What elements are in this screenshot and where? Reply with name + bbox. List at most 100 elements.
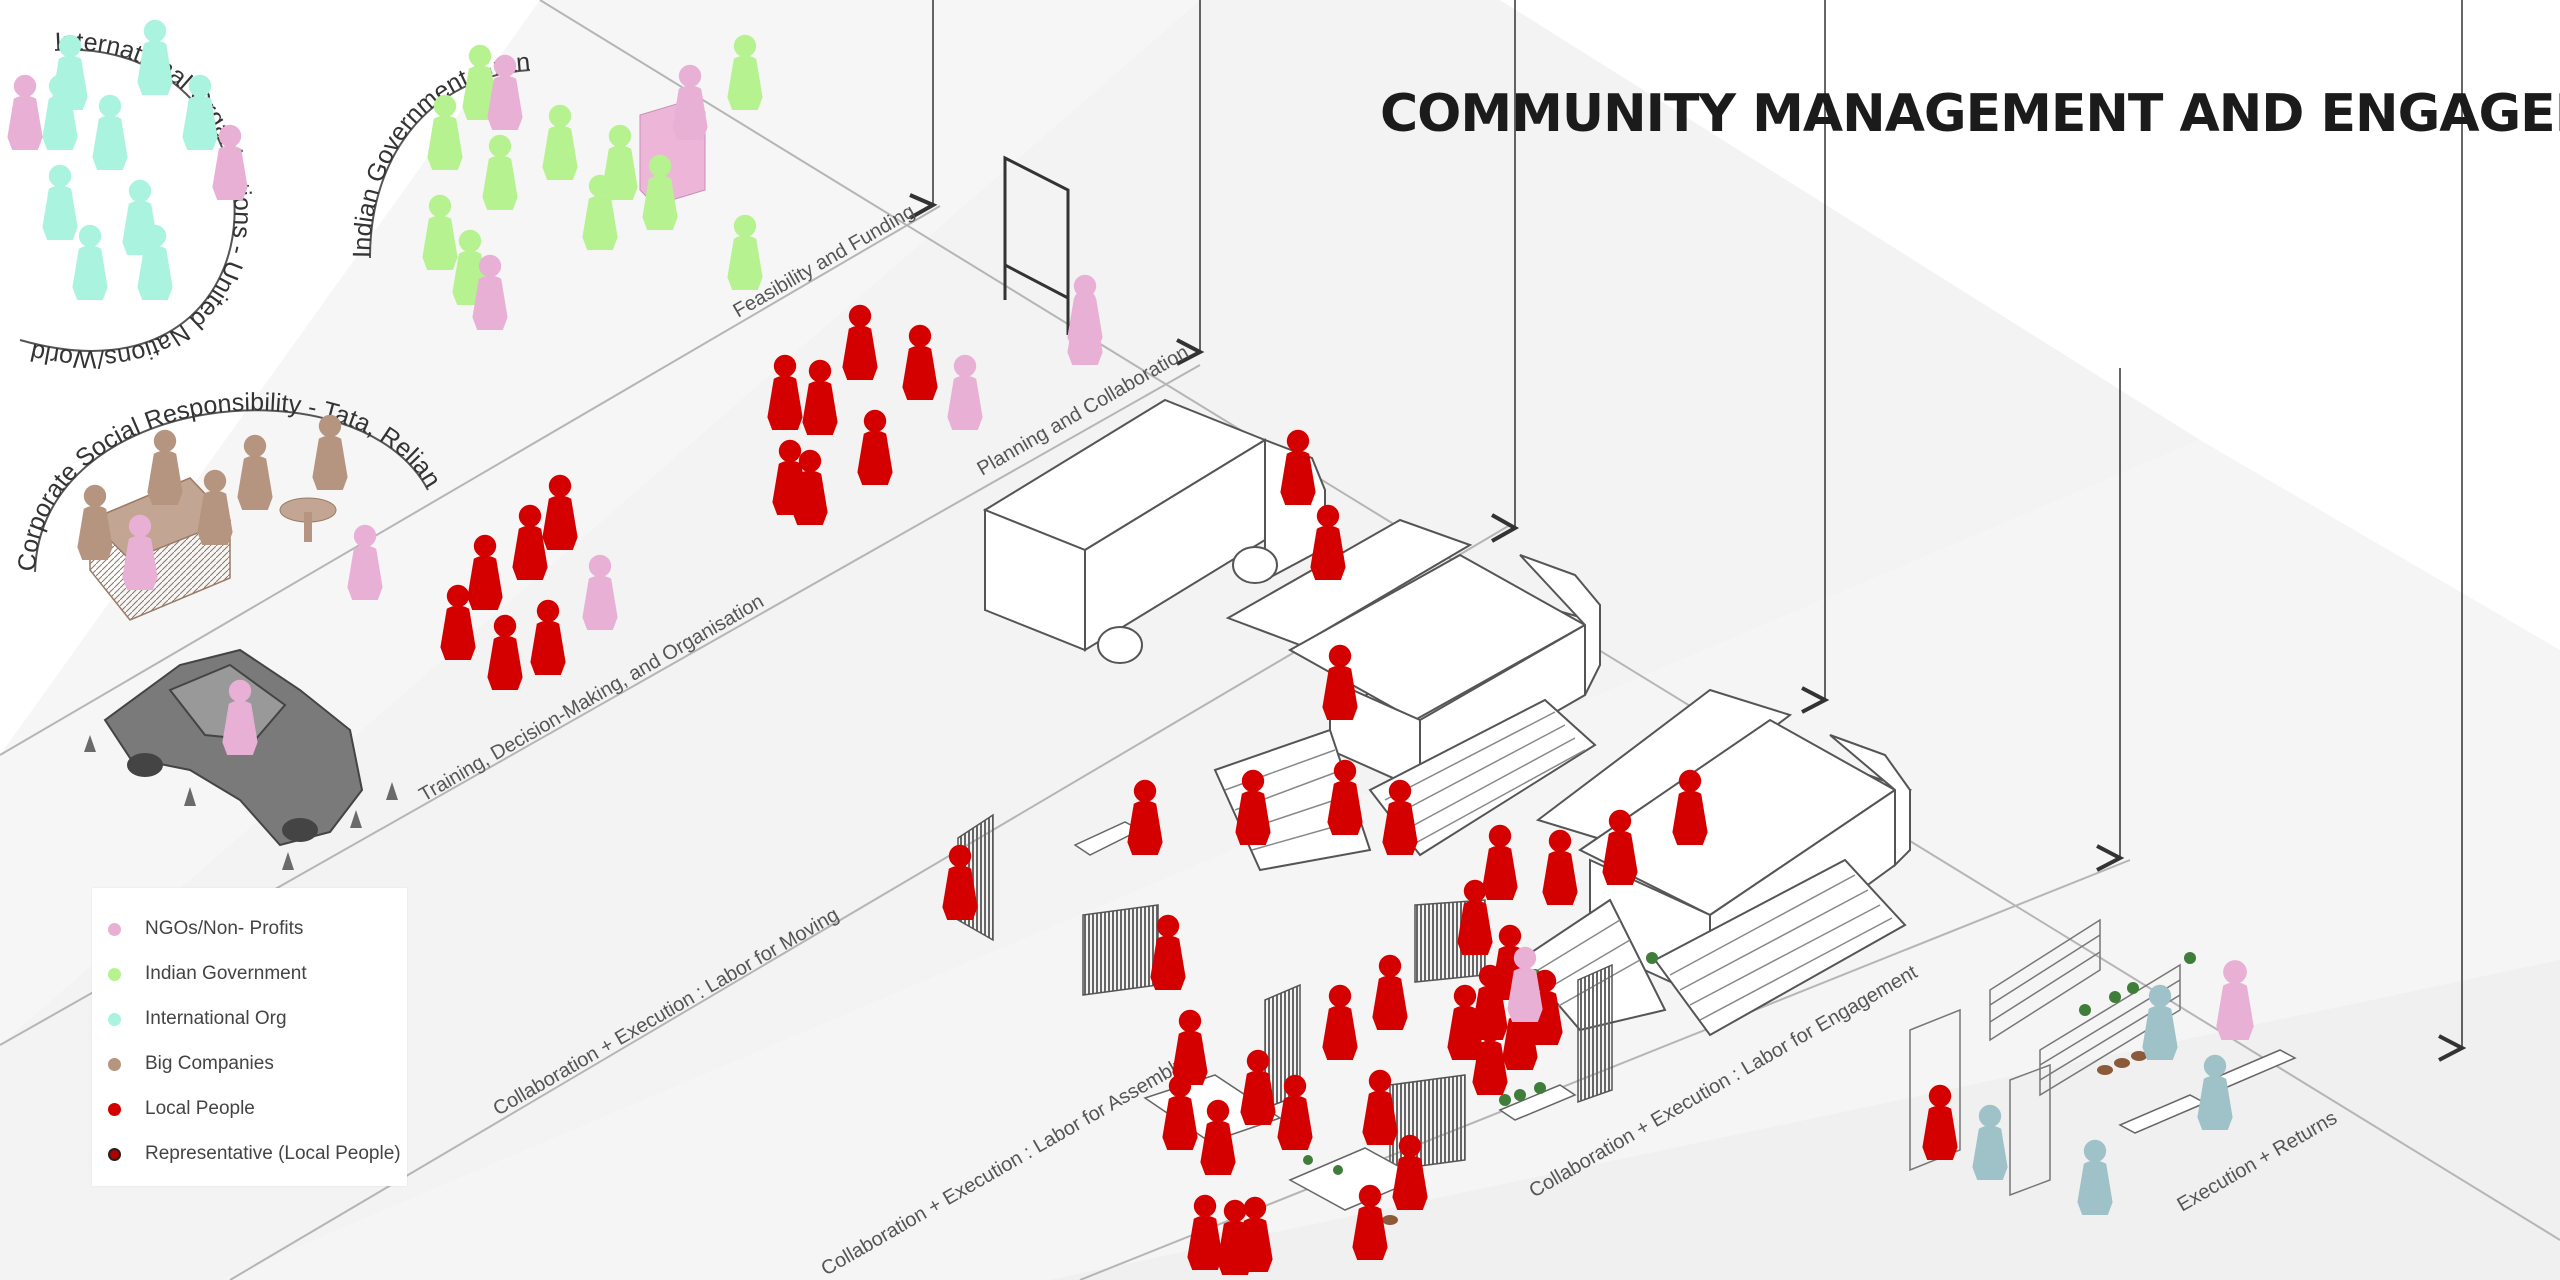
person-body xyxy=(857,430,893,485)
person-head xyxy=(493,54,517,78)
ground-strip xyxy=(220,440,2560,1280)
person-local xyxy=(1382,779,1418,855)
person-local xyxy=(1372,954,1408,1030)
person-head xyxy=(493,614,517,638)
legend-item-international: International Org xyxy=(108,1004,287,1034)
person-companies xyxy=(312,414,348,490)
pot xyxy=(2097,1065,2113,1075)
person-body xyxy=(1200,1120,1236,1175)
traffic-cones xyxy=(84,735,398,870)
legend-label: Representative (Local People) xyxy=(145,1143,401,1164)
person-local xyxy=(902,324,938,400)
person-body xyxy=(1972,1125,2008,1180)
person-local xyxy=(530,599,566,675)
person-body xyxy=(7,95,43,150)
person-body xyxy=(1382,800,1418,855)
person-body xyxy=(902,345,938,400)
person-head xyxy=(1978,1104,2002,1128)
person-head xyxy=(243,434,267,458)
person-local xyxy=(1322,644,1358,720)
person-local xyxy=(1392,1134,1428,1210)
shelf-unit xyxy=(1989,918,2101,1042)
person-visitor xyxy=(2142,984,2178,1060)
person-body xyxy=(1237,1217,1273,1272)
person-body xyxy=(467,555,503,610)
person-local xyxy=(1187,1194,1223,1270)
person-companies xyxy=(237,434,273,510)
person-local xyxy=(1172,1009,1208,1085)
person-head xyxy=(1513,946,1537,970)
person-body xyxy=(427,115,463,170)
person-body xyxy=(42,185,78,240)
person-international xyxy=(137,224,173,300)
person-government xyxy=(602,124,638,200)
plant xyxy=(2127,982,2139,994)
stair-step xyxy=(1679,889,1869,991)
stair-step xyxy=(1384,711,1556,801)
person-head xyxy=(203,469,227,493)
person-body xyxy=(1457,900,1493,955)
legend-label: International Org xyxy=(145,1008,287,1029)
car-wheel xyxy=(282,818,318,842)
legend-label: Indian Government xyxy=(145,963,307,984)
person-head xyxy=(953,354,977,378)
person-body xyxy=(472,275,508,330)
person-body xyxy=(197,490,233,545)
person-head xyxy=(798,449,822,473)
person-body xyxy=(582,195,618,250)
legend-item-companies: Big Companies xyxy=(108,1049,274,1079)
stall-roof xyxy=(1535,688,1793,847)
plant xyxy=(1646,952,1658,964)
person-head xyxy=(433,94,457,118)
person-head xyxy=(548,104,572,128)
person-head xyxy=(1463,879,1487,903)
person-head xyxy=(1223,1199,1247,1223)
person-body xyxy=(2216,982,2254,1040)
person-body xyxy=(1280,450,1316,505)
person-body xyxy=(1672,790,1708,845)
person-head xyxy=(48,164,72,188)
person-local xyxy=(1922,1084,1958,1160)
person-body xyxy=(2077,1160,2113,1215)
stair-step xyxy=(1689,904,1881,1006)
page-title: COMMUNITY MANAGEMENT AND ENGAGEMENT xyxy=(1380,84,2560,144)
plant xyxy=(1514,1089,1526,1101)
person-local xyxy=(792,449,828,525)
legend-label: Big Companies xyxy=(145,1053,274,1074)
person-head xyxy=(1328,644,1352,668)
person-international xyxy=(92,94,128,170)
person-government xyxy=(542,104,578,180)
person-local xyxy=(1482,824,1518,900)
person-local xyxy=(487,614,523,690)
person-head xyxy=(908,324,932,348)
folding-screens xyxy=(957,813,1613,1171)
folding-screen xyxy=(1577,963,1613,1104)
person-body xyxy=(947,375,983,430)
person-body xyxy=(72,245,108,300)
person-local xyxy=(542,474,578,550)
stage-marker-tick xyxy=(1491,513,1520,543)
person-head xyxy=(733,34,757,58)
person-head xyxy=(2203,1054,2227,1078)
person-local xyxy=(1235,769,1271,845)
person-head xyxy=(1156,914,1180,938)
legend-swatch xyxy=(108,922,121,936)
legend-swatch xyxy=(108,1012,121,1026)
plant xyxy=(2079,1004,2091,1016)
person-head xyxy=(1368,1069,1392,1093)
person-local xyxy=(942,844,978,920)
person-head xyxy=(1073,289,1097,313)
shelf-unit xyxy=(1909,1008,1961,1172)
person-head xyxy=(1328,984,1352,1008)
person-head xyxy=(473,534,497,558)
person-body xyxy=(137,245,173,300)
person-head xyxy=(1398,1134,1422,1158)
person-international xyxy=(52,34,88,110)
person-body xyxy=(1372,975,1408,1030)
person-government xyxy=(727,214,763,290)
person-local xyxy=(1362,1069,1398,1145)
person-ngo xyxy=(347,524,383,600)
legend-swatch xyxy=(108,1057,121,1071)
person-ngo xyxy=(672,64,708,140)
car-wheel xyxy=(127,753,163,777)
